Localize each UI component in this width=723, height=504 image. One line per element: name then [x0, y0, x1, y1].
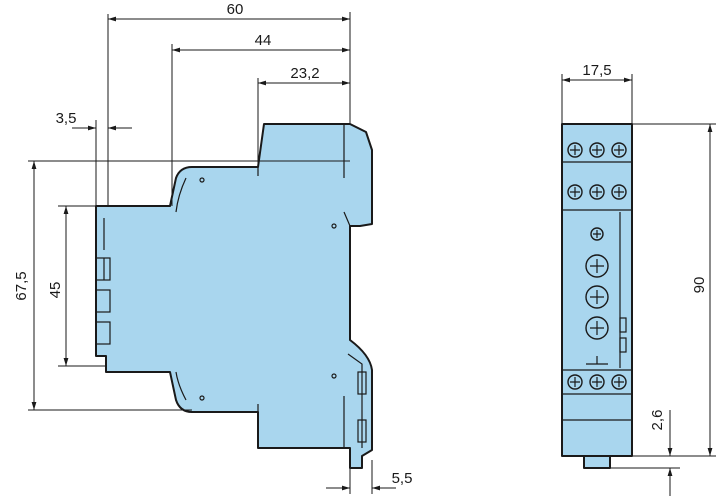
- dim-label-44: 44: [255, 32, 272, 49]
- dim-label-90: 90: [691, 277, 708, 294]
- dim-label-17-5: 17,5: [582, 62, 611, 79]
- dim-label-3-5: 3,5: [56, 110, 77, 127]
- side-terminal-slots: [95, 218, 367, 443]
- dim-label-45: 45: [47, 282, 64, 299]
- dim-label-67-5: 67,5: [13, 271, 30, 300]
- dim-label-2-6: 2,6: [649, 410, 666, 431]
- dim-label-5-5: 5,5: [392, 470, 413, 487]
- front-adjustment-knobs: [585, 227, 609, 365]
- side-view: 60 44 23,2 3,5 67,5 45 5,5: [13, 1, 412, 494]
- side-extension-lines: [28, 12, 373, 494]
- side-view-housing: [95, 123, 373, 469]
- dim-label-23-2: 23,2: [290, 65, 319, 82]
- dim-label-60: 60: [227, 1, 244, 18]
- front-view: 17,5 90 2,6: [561, 62, 716, 496]
- front-terminal-screws: [567, 142, 627, 390]
